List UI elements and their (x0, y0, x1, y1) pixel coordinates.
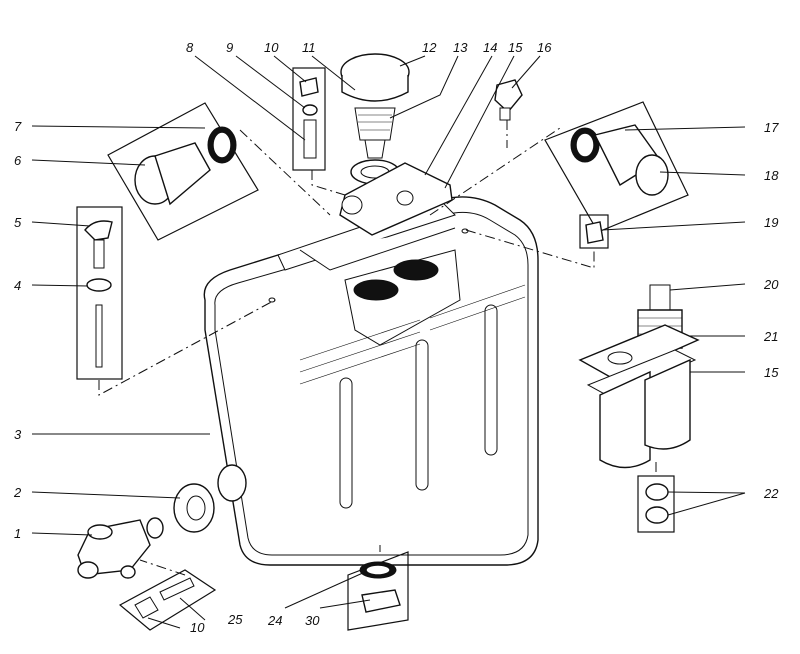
callout-13: 13 (453, 40, 468, 55)
drain-plug-box (347, 551, 409, 631)
callout-20: 20 (763, 277, 779, 292)
union-box-left (107, 102, 259, 241)
callout-14: 14 (483, 40, 497, 55)
fastener-box-bottom (118, 569, 217, 631)
callout-3: 3 (14, 427, 22, 442)
union-box-right (544, 101, 689, 233)
breather-plug (494, 79, 523, 121)
callout-4: 4 (14, 278, 21, 293)
callout-2: 2 (13, 485, 22, 500)
tank-body (203, 196, 539, 566)
callout-15-top: 15 (508, 40, 523, 55)
callout-15-right: 15 (764, 365, 779, 380)
callout-10-bottom: 10 (190, 620, 205, 635)
nut-box-22 (637, 475, 675, 533)
callout-labels: 1 2 3 4 5 6 7 8 9 10 10 11 12 13 14 15 1… (13, 40, 779, 635)
callout-5: 5 (14, 215, 22, 230)
callout-25: 25 (227, 612, 243, 627)
plug-box-19 (579, 214, 609, 249)
callout-24: 24 (267, 613, 282, 628)
callout-21: 21 (763, 329, 778, 344)
callout-22: 22 (763, 486, 779, 501)
callout-30: 30 (305, 613, 320, 628)
callout-7: 7 (14, 119, 22, 134)
callout-9: 9 (226, 40, 233, 55)
callout-17: 17 (764, 120, 779, 135)
filter-assembly (578, 284, 700, 469)
callout-10-top: 10 (264, 40, 279, 55)
callout-16: 16 (537, 40, 552, 55)
filler-cap (339, 53, 453, 236)
callout-1: 1 (14, 526, 21, 541)
callout-8: 8 (186, 40, 194, 55)
bolt-box-top (292, 67, 326, 171)
gasket-ring (173, 483, 215, 533)
drain-valve (77, 517, 164, 579)
callout-18: 18 (764, 168, 779, 183)
assembly-lines (98, 120, 657, 576)
callout-19: 19 (764, 215, 778, 230)
dipstick-box (76, 206, 123, 380)
callout-12: 12 (422, 40, 437, 55)
callout-6: 6 (14, 153, 22, 168)
callout-11: 11 (302, 40, 316, 55)
leader-lines (31, 55, 746, 629)
